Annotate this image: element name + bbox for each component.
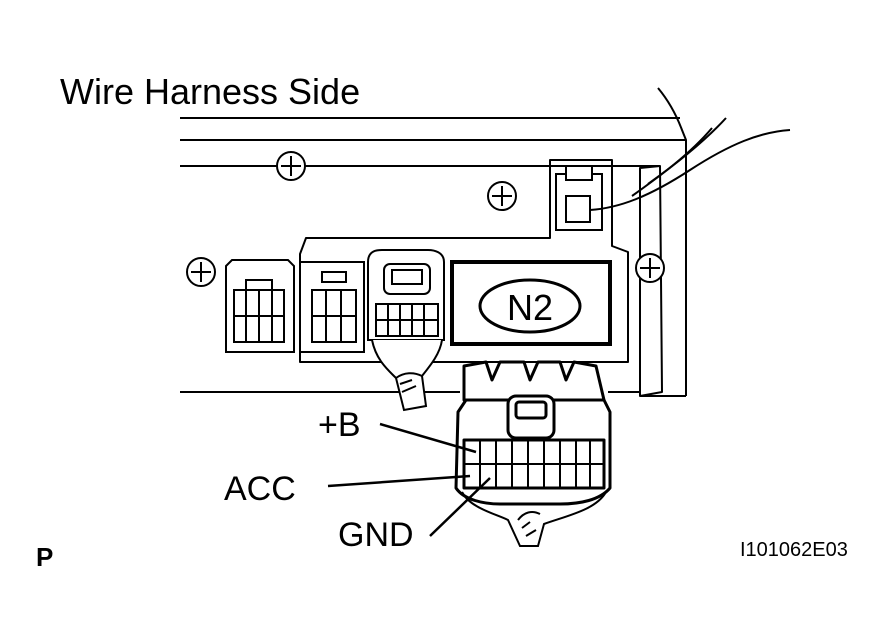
unit-housing [180, 87, 687, 397]
connector-middle-left [299, 261, 365, 353]
terminal-grid [464, 440, 604, 488]
connector-left [225, 259, 295, 353]
gnd-leader [429, 477, 491, 537]
connector-middle [367, 249, 445, 412]
screw-icon [635, 253, 665, 283]
figure-id: I101062E03 [740, 539, 848, 561]
callout-leaders [327, 422, 491, 537]
page-marker: P [36, 542, 53, 572]
screw-icon [276, 151, 306, 181]
gnd-label: GND [338, 516, 414, 554]
connector-id-label: N2 [507, 287, 553, 328]
screw-icon [186, 257, 216, 287]
diagram-title: Wire Harness Side [60, 71, 360, 112]
small-connector [555, 165, 603, 231]
screw-icon [487, 181, 517, 211]
plug-harness [461, 491, 607, 547]
plus-b-leader [379, 422, 477, 454]
wire-cable [589, 117, 791, 211]
n2-socket [450, 260, 612, 346]
plus-b-label: +B [318, 406, 361, 444]
acc-label: ACC [224, 470, 296, 508]
acc-leader [327, 474, 471, 488]
